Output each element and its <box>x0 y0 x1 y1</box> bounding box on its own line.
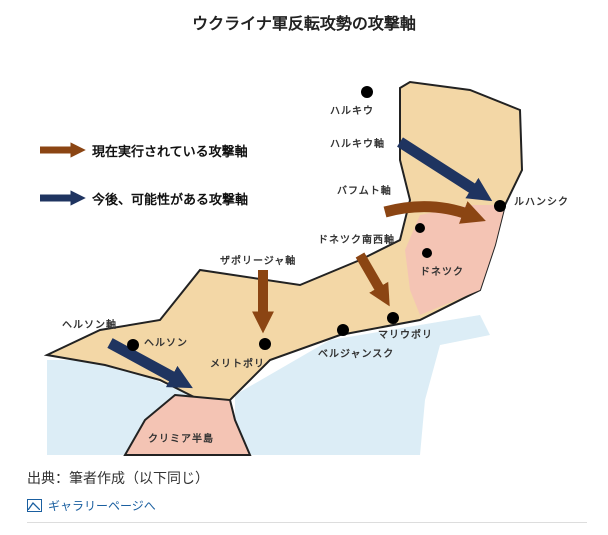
occupied-region <box>405 205 505 315</box>
legend-possible: 今後、可能性がある攻撃軸 <box>92 193 249 208</box>
crimea-region <box>123 393 252 456</box>
label-luhansk: ルハンシク <box>514 197 569 208</box>
legend-arrows <box>40 142 86 206</box>
label-zaporizhzhia-axis: ザポリージャ軸 <box>220 256 297 267</box>
gallery-link-label[interactable]: ギャラリーページへ <box>48 499 156 513</box>
image-icon <box>27 499 42 512</box>
label-donetsk-sw-axis: ドネツク南西軸 <box>318 235 395 246</box>
city-dots <box>127 86 506 351</box>
label-donetsk: ドネツク <box>420 267 464 278</box>
label-kharkiv: ハルキウ <box>330 106 374 117</box>
page-title: ウクライナ軍反転攻勢の攻撃軸 <box>192 14 416 33</box>
image-caption: 出典：筆者作成（以下同じ） <box>27 471 209 487</box>
label-berdyansk: ベルジャンスク <box>318 349 395 360</box>
sea <box>47 315 490 455</box>
label-kharkiv-axis: ハルキウ軸 <box>330 139 385 150</box>
label-mariupol: マリウポリ <box>378 330 433 341</box>
label-kherson-axis: ヘルソン軸 <box>62 320 117 331</box>
divider <box>27 522 587 523</box>
legend-current: 現在実行されている攻撃軸 <box>92 145 248 160</box>
map-image <box>40 80 524 456</box>
label-crimea: クリミア半島 <box>148 434 214 445</box>
label-kherson: ヘルソン <box>144 338 188 349</box>
attack-arrows <box>107 137 493 389</box>
gallery-link[interactable]: ギャラリーページへ <box>27 497 156 514</box>
label-melitopol: メリトポリ <box>210 359 265 370</box>
label-bakhmut-axis: バフムト軸 <box>337 186 392 197</box>
